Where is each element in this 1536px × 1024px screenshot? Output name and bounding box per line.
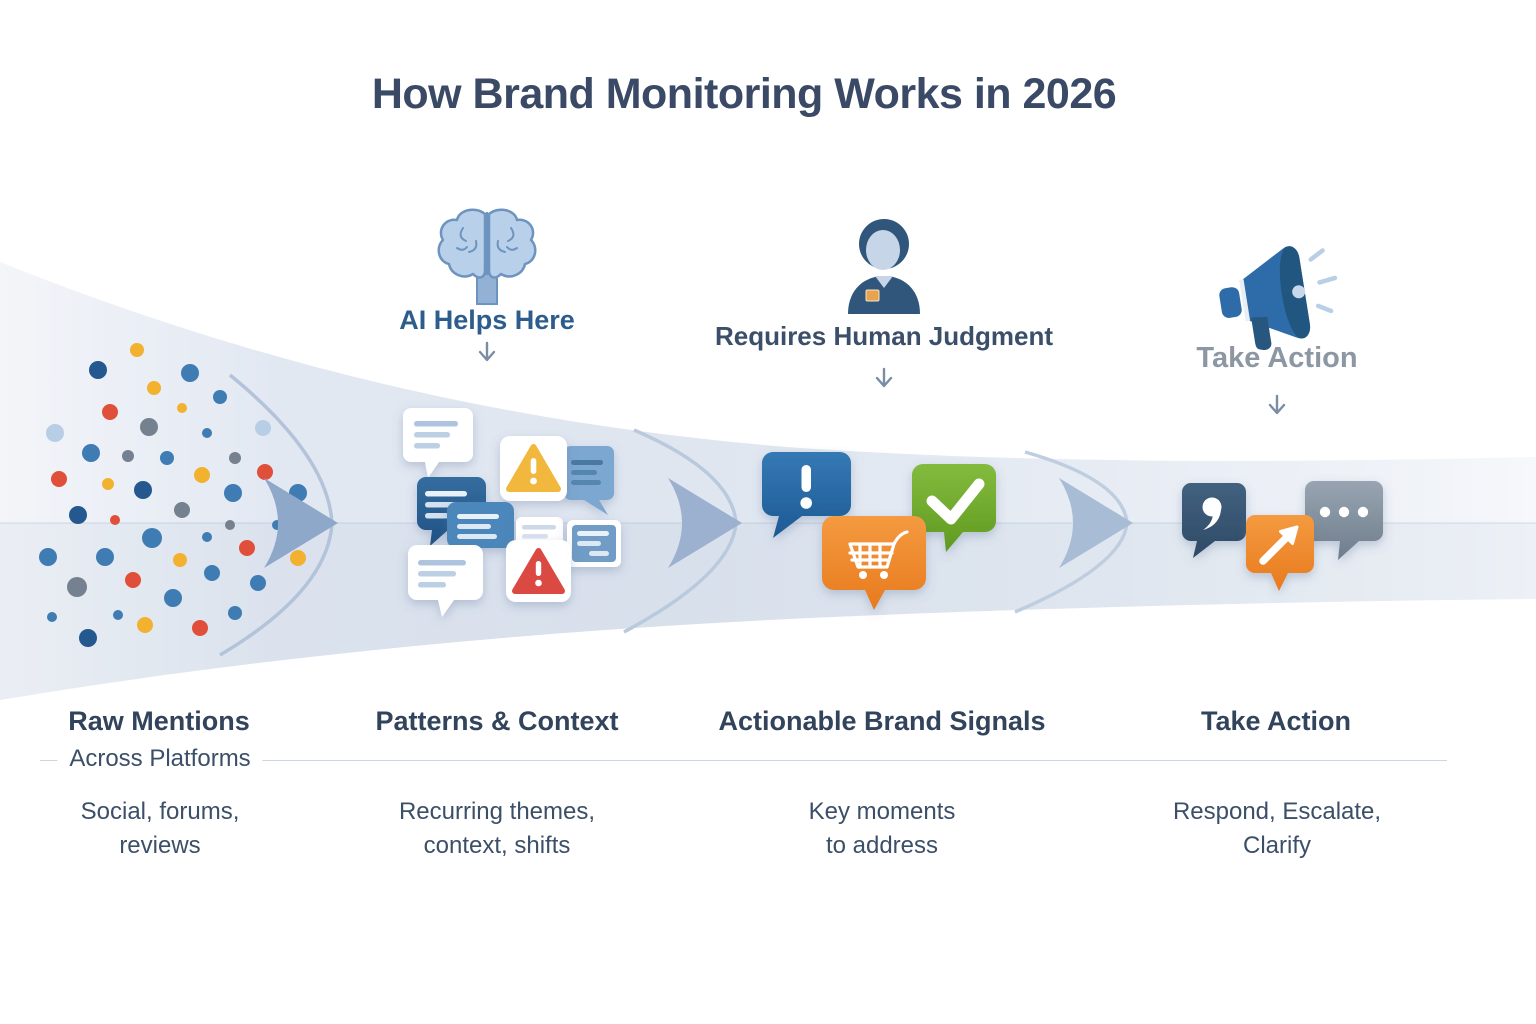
chat-bubble-icon: [403, 408, 473, 478]
stage4-description: Respond, Escalate, Clarify: [1172, 798, 1382, 859]
cart-bubble: [822, 516, 926, 610]
action-bubble-cluster: [1182, 481, 1383, 591]
down-arrow-icon: [478, 341, 496, 362]
divider-line: [40, 760, 1447, 761]
person-icon: [848, 219, 920, 314]
warning-card-yellow: [500, 436, 567, 501]
escalate-arrow-bubble: [1246, 515, 1314, 591]
signal-bubble-cluster: [762, 452, 996, 610]
chat-bubble-icon: [564, 446, 614, 515]
stage2-description: Recurring themes, context, shifts: [398, 798, 596, 859]
stage1-subheading: Across Platforms: [57, 745, 263, 773]
brain-icon: [437, 208, 537, 305]
stage2-heading: Patterns & Context: [375, 706, 619, 736]
down-arrow-icon: [875, 367, 893, 388]
chevron-separator-3: [1014, 450, 1133, 614]
stage3-description: Key moments to address: [808, 798, 956, 859]
stage3-heading: Actionable Brand Signals: [718, 706, 1046, 736]
checkmark-bubble: [912, 464, 996, 552]
page-title: How Brand Monitoring Works in 2026: [371, 70, 1117, 118]
sound-rays-icon: [1308, 248, 1338, 314]
exclamation-bubble: [762, 452, 851, 538]
human-judgment-callout-label: Requires Human Judgment: [714, 321, 1054, 351]
chevron-separator-1: [219, 373, 338, 657]
note-card-icon: [567, 520, 621, 567]
stage1-heading: Raw Mentions: [68, 706, 250, 736]
reply-bubble: [1182, 483, 1246, 558]
megaphone-icon: [1219, 246, 1338, 351]
down-arrow-icon: [1268, 394, 1286, 415]
chat-bubble-icon: [408, 545, 483, 617]
stage4-heading: Take Action: [1200, 706, 1352, 736]
warning-card-red: [506, 540, 571, 602]
pattern-bubble-cluster: [403, 408, 621, 617]
stage1-description: Social, forums, reviews: [80, 798, 240, 859]
take-action-callout-label: Take Action: [1196, 342, 1358, 374]
ellipsis-bubble: [1305, 481, 1383, 560]
ai-callout-label: AI Helps Here: [399, 305, 575, 335]
chevron-separator-2: [623, 428, 742, 634]
mention-dots: [39, 343, 307, 647]
